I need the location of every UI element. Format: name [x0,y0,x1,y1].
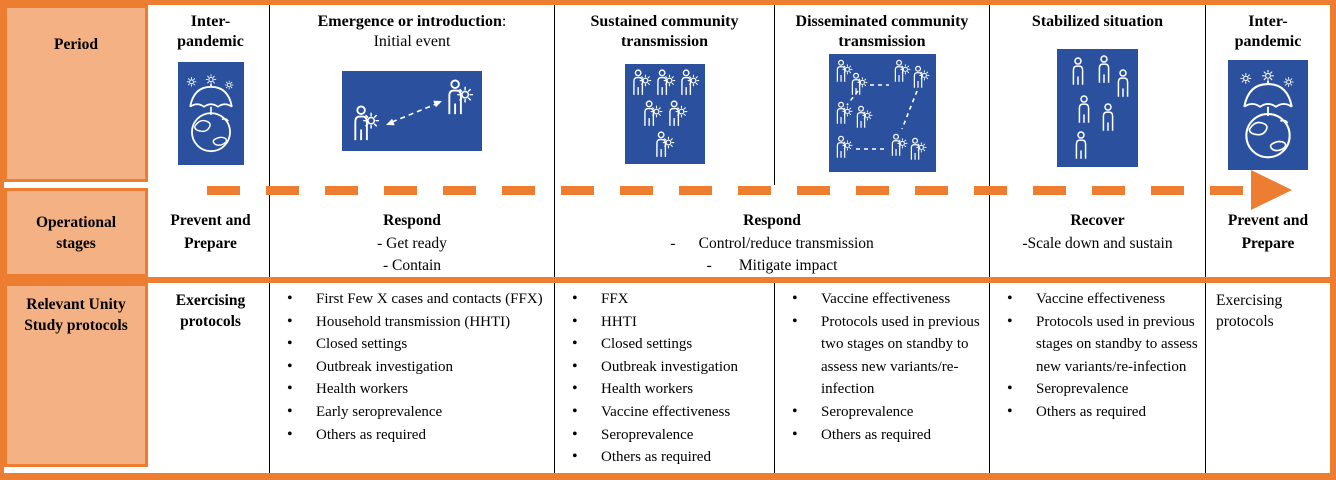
period-title: Disseminated community transmission [795,13,969,50]
icon-box [1057,49,1138,167]
protocol-item: Seroprevalence [1002,378,1201,401]
stage-cell-prevent-prepare-start: Prevent and Prepare [152,185,270,277]
protocol-list: First Few X cases and contacts (FFX) Hou… [282,288,550,446]
protocol-item: Vaccine effectiveness [787,288,985,311]
protocol-item: Vaccine effectiveness [1002,288,1201,311]
protocol-item: Others as required [787,424,985,447]
protocols-cell-stabilized: Vaccine effectiveness Protocols used in … [990,283,1206,473]
period-cell-interpandemic-start: Inter- pandemic [152,5,270,185]
stage-line: -Scale down and sustain [1022,234,1173,252]
protocol-item: Protocols used in previous two stages on… [787,311,985,401]
umbrella-globe-icon [182,68,240,160]
period-cell-disseminated: Disseminated community transmission [775,5,990,185]
icon-box [1228,60,1308,170]
protocol-list: Vaccine effectiveness Protocols used in … [787,288,985,446]
period-cell-interpandemic-end: Inter- pandemic [1206,5,1330,185]
protocol-item: Vaccine effectiveness [567,401,770,424]
protocols-cell-sustained: FFX HHTI Closed settings Outbreak invest… [555,283,775,473]
stage-flow-arrow-head-icon [1251,170,1292,210]
infected-people-clusters-icon [832,57,932,169]
protocol-item: Outbreak investigation [567,356,770,379]
umbrella-globe-icon [1235,65,1301,165]
icon-box [828,54,936,172]
protocol-item: Closed settings [282,333,550,356]
protocol-item: Early seroprevalence [282,401,550,424]
icon-box [624,64,705,164]
protocol-item: HHTI [567,311,770,334]
row-header-period: Period [4,5,148,182]
protocols-cell-exercising-end: Exercising protocols [1216,292,1283,330]
protocol-item: FFX [567,288,770,311]
protocols-cell-emergence: First Few X cases and contacts (FFX) Hou… [270,283,555,473]
protocol-item: First Few X cases and contacts (FFX) [282,288,550,311]
stage-cell-respond-initial: Respond - Get ready - Contain [270,185,555,277]
period-title: Stabilized situation [1031,13,1164,30]
protocol-item: Closed settings [567,333,770,356]
stage-line: - Contain [382,257,442,274]
protocol-item: Others as required [1002,401,1201,424]
icon-box [342,71,482,151]
protocols-cell-disseminated: Vaccine effectiveness Protocols used in … [775,283,990,473]
protocol-item: Seroprevalence [787,401,985,424]
protocol-item: Outbreak investigation [282,356,550,379]
infected-people-group-icon [628,67,702,161]
period-cell-emergence: Emergence or introduction: Initial event [270,5,555,185]
period-title: Inter- pandemic [177,13,244,50]
stage-line: - Control/reduce transmission [670,234,874,252]
protocol-item: Seroprevalence [567,424,770,447]
stage-cell-prevent-prepare-end: Prevent and Prepare [1227,212,1309,252]
period-subtitle: Initial event [373,33,451,50]
row-header-unity-protocols: Relevant Unity Study protocols [4,283,148,467]
person-to-person-transmission-icon [346,75,478,147]
stage-line: - Get ready [377,234,447,252]
protocol-item: Health workers [282,378,550,401]
protocols-cell-exercising-start: Exercising protocols [152,283,270,473]
protocol-item: Others as required [567,446,770,469]
stage-cell-respond-community: Respond - Control/reduce transmission - … [555,185,990,277]
protocol-list: FFX HHTI Closed settings Outbreak invest… [567,288,770,469]
period-cell-sustained: Sustained community transmission [555,5,775,185]
period-title: Sustained community transmission [590,13,739,50]
people-group-icon [1072,55,1128,160]
row-header-operational-stages: Operational stages [4,188,148,277]
stage-line: - Mitigate impact [706,257,838,274]
protocol-list: Vaccine effectiveness Protocols used in … [1002,288,1201,424]
protocol-item: Household transmission (HHTI) [282,311,550,334]
period-title: Inter- pandemic [1234,13,1302,50]
protocol-item: Health workers [567,378,770,401]
phase-grid: Inter- pandemic Emergence or introductio… [152,5,1330,473]
stage-flow-arrow-dashes [207,186,1243,195]
icon-box [177,62,244,165]
stage-cell-recover: Recover -Scale down and sustain [990,185,1206,277]
period-title: Emergence or introduction: [317,13,507,30]
protocol-item: Protocols used in previous stages on sta… [1002,311,1201,379]
protocol-item: Others as required [282,424,550,447]
row-divider [4,277,1330,283]
period-cell-stabilized: Stabilized situation [990,5,1206,185]
